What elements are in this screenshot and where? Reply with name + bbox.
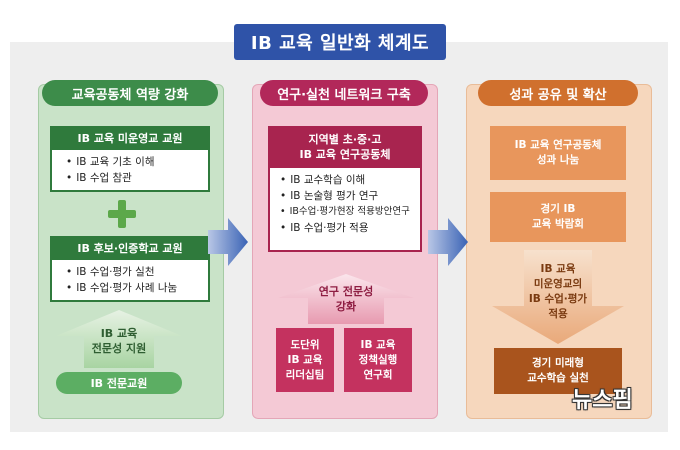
middle-column-title: 연구·실천 네트워크 구축: [260, 80, 428, 106]
list-item: IB 교수학습 이해: [280, 172, 420, 188]
ib-expert-teacher-pill: IB 전문교원: [56, 372, 182, 394]
list-item: IB 수업·평가 적용: [280, 220, 420, 236]
list-item: IB 논술형 평가 연구: [280, 188, 420, 204]
list-item: IB 수업·평가 사례 나눔: [66, 280, 208, 296]
list-item: IB 교육 기초 이해: [66, 154, 208, 170]
right-arrow-text: IB 교육 미운영교의 IB 수업·평가 적용: [528, 263, 588, 320]
right-arrow-icon: [208, 218, 248, 266]
watermark-logo: 뉴스핌: [572, 388, 633, 413]
up-arrow-icon: [56, 310, 182, 368]
plus-icon: [108, 200, 136, 228]
middle-list: IB 교수학습 이해 IB 논술형 평가 연구 IB수업·평가현장 적용방안연구…: [268, 168, 422, 252]
left-column-title: 교육공동체 역량 강화: [42, 80, 218, 106]
list-item: IB수업·평가현장 적용방안연구: [280, 204, 420, 220]
middle-arrow-text: 연구 전문성 강화: [318, 285, 374, 313]
diagram-title: IB 교육 일반화 체계도: [234, 24, 446, 60]
right-column-title: 성과 공유 및 확산: [478, 80, 638, 106]
list-item: IB 수업 참관: [66, 170, 208, 186]
left-box1-list: IB 교육 기초 이해 IB 수업 참관: [50, 150, 210, 192]
up-arrow-icon: [278, 274, 414, 324]
left-box1-header: IB 교육 미운영교 교원: [50, 126, 210, 150]
left-box2-header: IB 후보·인증학교 교원: [50, 236, 210, 260]
right-arrow-icon: [428, 218, 468, 266]
left-box2-list: IB 수업·평가 실천 IB 수업·평가 사례 나눔: [50, 260, 210, 302]
down-arrow-icon: [492, 250, 624, 344]
list-item: IB 수업·평가 실천: [66, 264, 208, 280]
left-arrow-text: IB 교육 전문성 지원: [91, 327, 147, 355]
